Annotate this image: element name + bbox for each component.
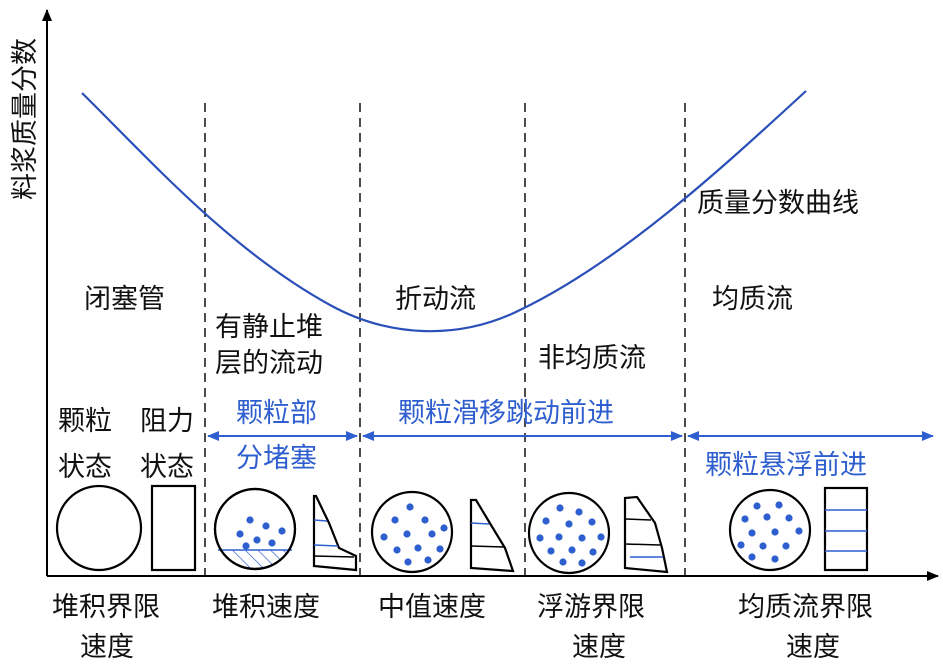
velocity-float-limit-line1: 浮游界限 [537, 592, 645, 623]
regime-heterogeneous: 非均质流 [538, 343, 646, 374]
regime-homogeneous: 均质流 [712, 284, 793, 315]
particles-deposit [236, 516, 286, 550]
motion-partial-block-line2: 分堵塞 [236, 443, 317, 474]
pipe-jump-group [370, 490, 454, 574]
resistance-homogeneous-shape [823, 486, 869, 572]
pipe-homogeneous-circle [728, 488, 812, 572]
pipe-deposit-group [213, 487, 297, 571]
regime-jump: 折动流 [395, 284, 476, 315]
resistance-heterogeneous-shape [623, 495, 669, 574]
resistance-deposit-shape [312, 494, 358, 572]
resistance-blocked-rect [150, 484, 197, 572]
regime-deposit-line1: 有静止堆 [215, 312, 323, 343]
pipe-homogeneous-group [728, 488, 812, 572]
velocity-median: 中值速度 [378, 592, 486, 623]
velocity-deposit-limit-line1: 堆积界限 [52, 592, 160, 623]
pipe-jump-circle [370, 490, 454, 574]
motion-partial-block-line1: 颗粒部 [236, 398, 317, 429]
resistance-state-line2: 状态 [140, 452, 194, 483]
velocity-deposit: 堆积速度 [212, 592, 320, 623]
velocity-homogeneous-limit-line2: 速度 [786, 632, 840, 663]
velocity-float-limit-line2: 速度 [572, 632, 626, 663]
particles-homogeneous [737, 501, 803, 563]
particles-jump [380, 503, 448, 566]
motion-suspended: 颗粒悬浮前进 [705, 450, 867, 481]
resistance-state-line1: 阻力 [140, 406, 194, 437]
regime-deposit-line2: 层的流动 [215, 348, 323, 379]
particles-heterogeneous [536, 504, 605, 567]
pipe-heterogeneous-circle [527, 491, 611, 575]
particle-state-line2: 状态 [58, 452, 112, 483]
regime-blocked: 闭塞管 [84, 284, 165, 315]
pipe-heterogeneous-group [527, 491, 611, 575]
pipe-blocked-circle [55, 484, 143, 572]
velocity-homogeneous-limit-line1: 均质流界限 [738, 592, 873, 623]
motion-slide-jump: 颗粒滑移跳动前进 [398, 398, 614, 429]
particle-state-line1: 颗粒 [58, 406, 112, 437]
velocity-deposit-limit-line2: 速度 [80, 632, 134, 663]
curve-label: 质量分数曲线 [697, 188, 859, 219]
mass-fraction-curve [81, 90, 807, 333]
y-axis-label: 料浆质量分数 [10, 38, 41, 200]
resistance-jump-shape [469, 498, 515, 573]
